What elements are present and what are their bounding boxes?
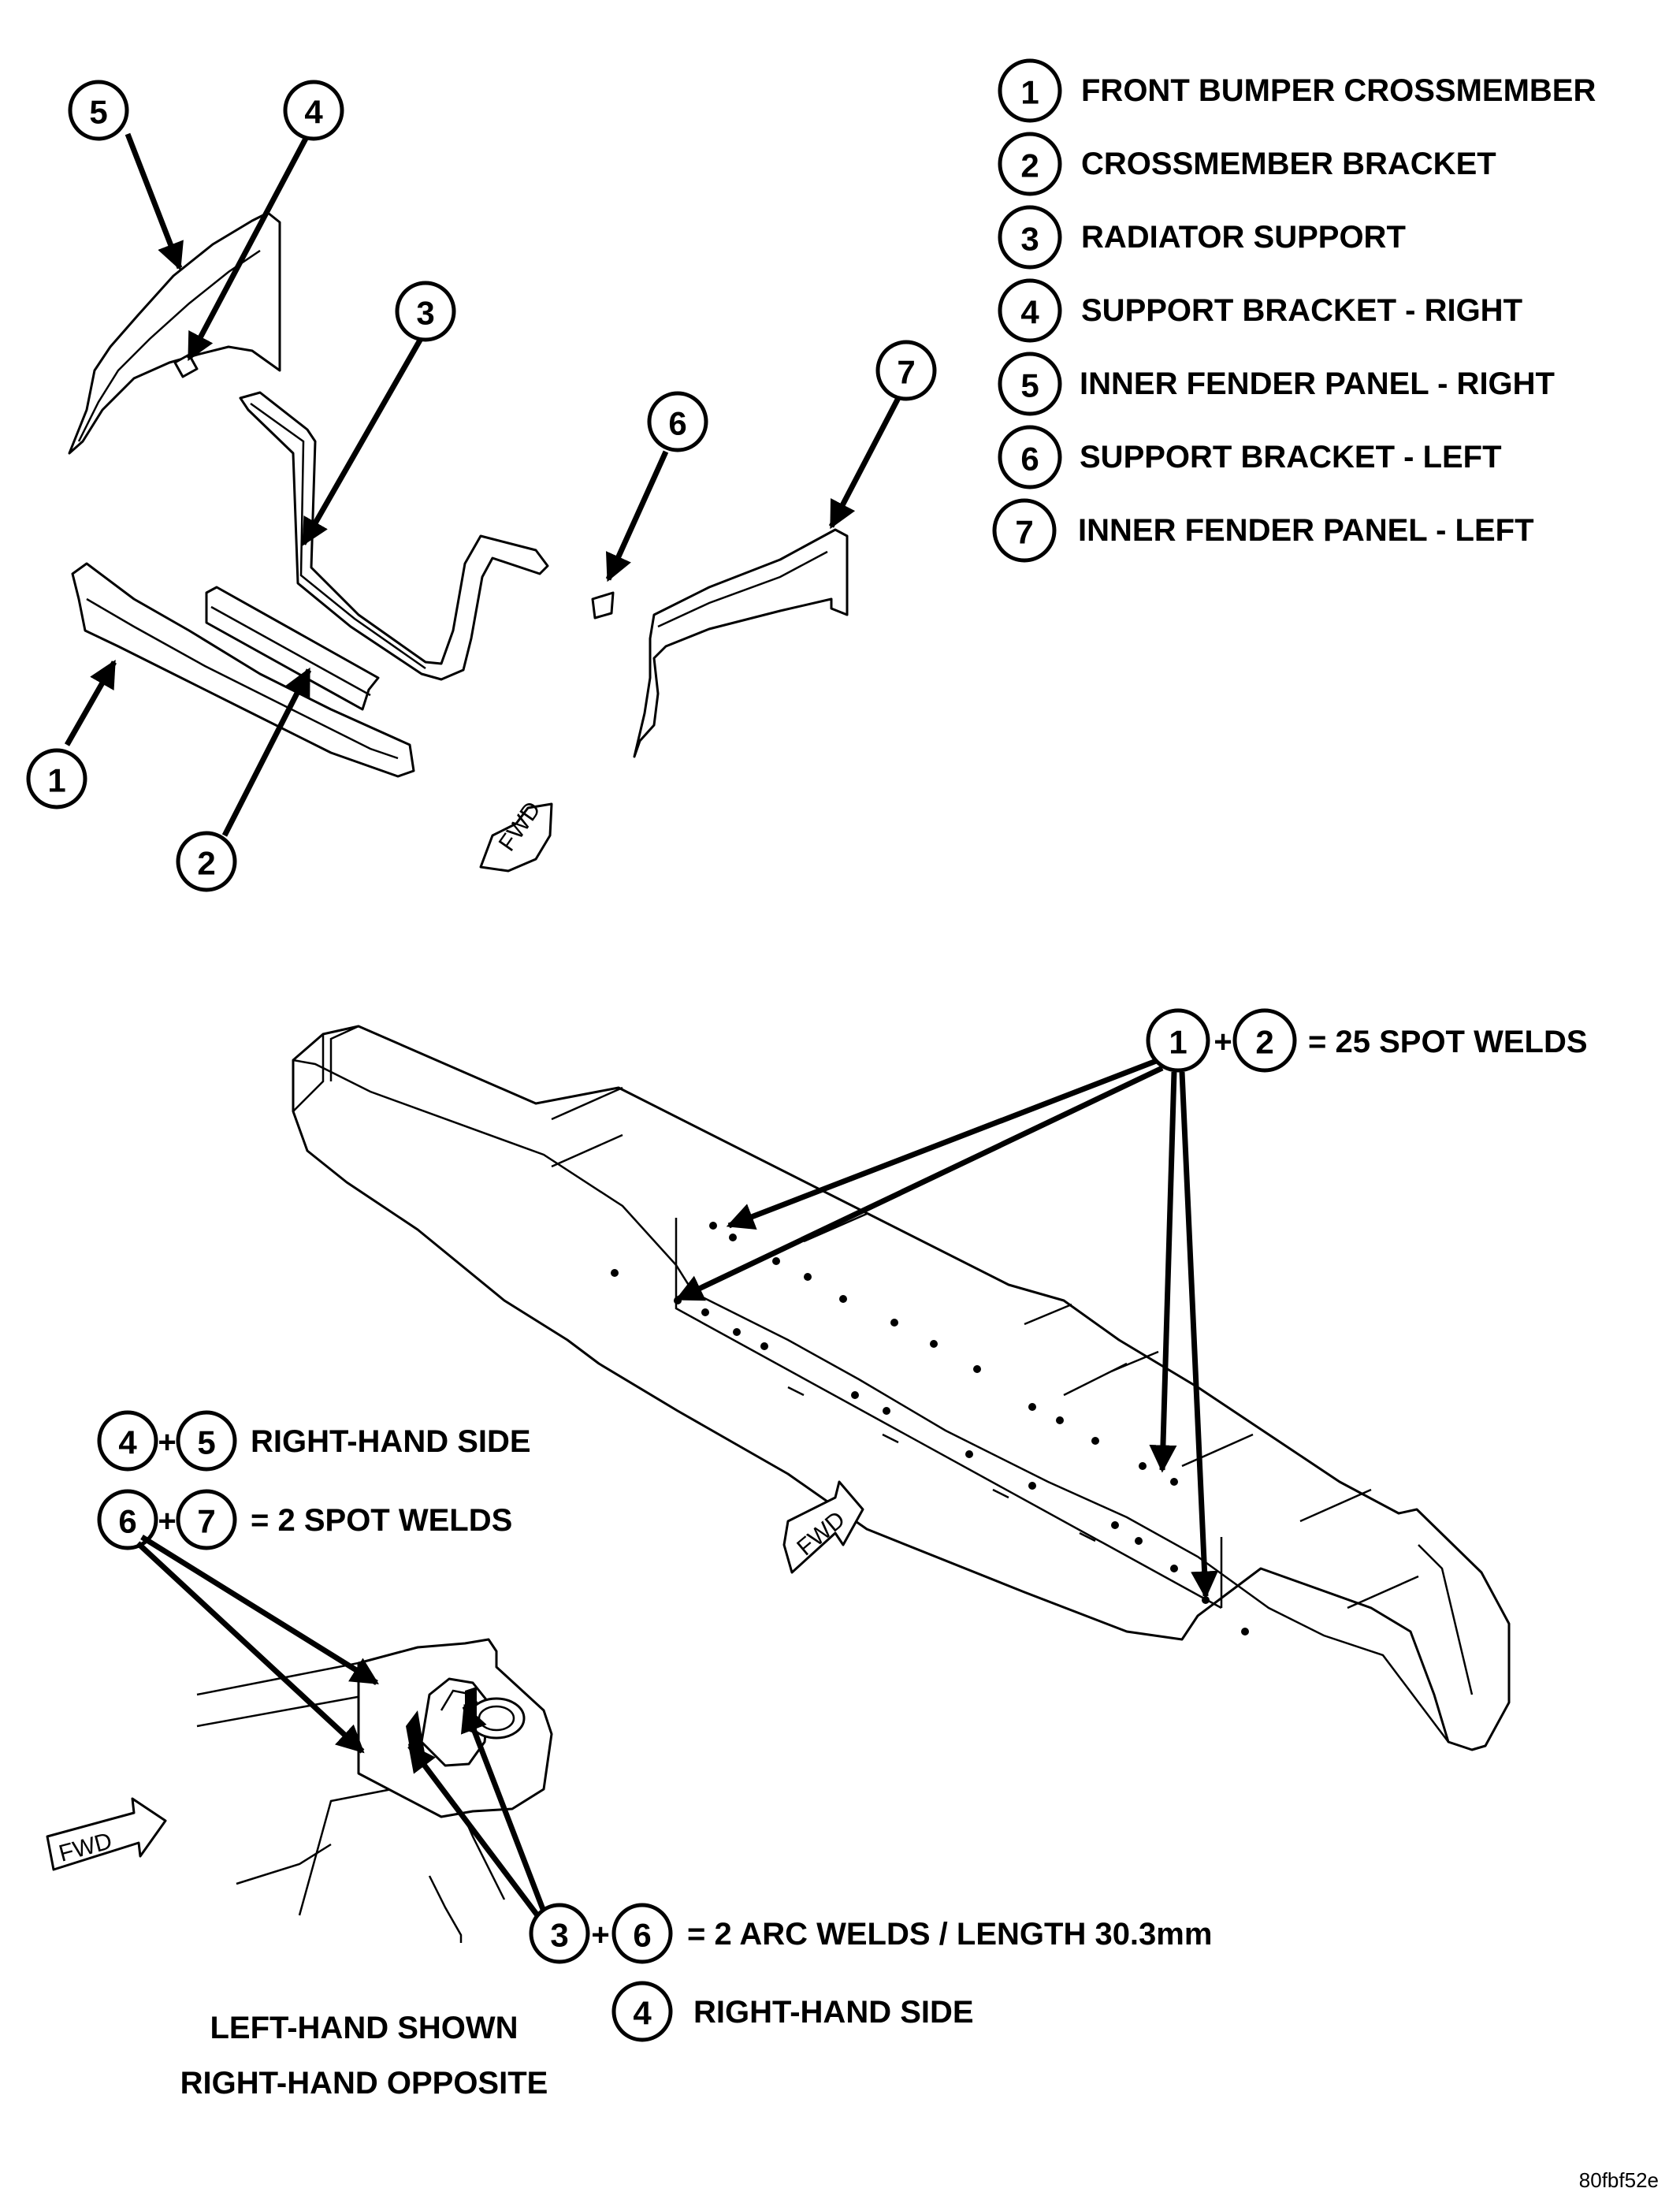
svg-text:+: + [158,1425,176,1460]
svg-text:+: + [591,1918,609,1952]
svg-text:FRONT BUMPER CROSSMEMBER: FRONT BUMPER CROSSMEMBER [1081,73,1596,108]
svg-text:7: 7 [197,1503,215,1540]
fwd-arrow-bottom: FWD [46,1797,167,1871]
callout-7: 7 [875,340,937,401]
note-right-hand-side-4-5: 4 + 5 RIGHT-HAND SIDE [97,1410,531,1472]
inner-fender-panel-left [633,528,849,758]
support-bracket-left [591,591,615,620]
svg-text:SUPPORT BRACKET - LEFT: SUPPORT BRACKET - LEFT [1080,440,1502,474]
svg-text:3: 3 [1020,221,1039,258]
svg-text:6: 6 [1020,441,1039,478]
legend: 1 FRONT BUMPER CROSSMEMBER 2 CROSSMEMBER B… [992,58,1596,563]
svg-text:3: 3 [416,295,434,332]
svg-text:1: 1 [1169,1024,1187,1061]
svg-text:4: 4 [1020,294,1039,331]
inner-fender-panel-right [68,211,281,455]
svg-text:5: 5 [89,94,107,131]
svg-text:1: 1 [1020,74,1039,111]
svg-text:SUPPORT BRACKET - RIGHT: SUPPORT BRACKET - RIGHT [1081,293,1522,328]
svg-text:= 2 ARC WELDS / LENGTH 30.3mm: = 2 ARC WELDS / LENGTH 30.3mm [687,1917,1212,1952]
svg-text:RADIATOR SUPPORT: RADIATOR SUPPORT [1081,220,1406,255]
svg-text:+: + [158,1504,176,1539]
svg-text:3: 3 [550,1917,568,1954]
callout-4: 4 [283,80,344,141]
callout-1: 1 [26,748,87,809]
svg-text:7: 7 [1015,514,1033,551]
crossmember-bracket [205,586,380,711]
callout-2: 2 [176,831,237,892]
legend-item-7: 7 INNER FENDER PANEL - LEFT [992,498,1534,563]
legend-item-1: 1 FRONT BUMPER CROSSMEMBER [998,58,1596,123]
svg-text:RIGHT-HAND SIDE: RIGHT-HAND SIDE [251,1424,531,1459]
svg-text:4: 4 [633,1995,652,2032]
svg-text:INNER FENDER PANEL - RIGHT: INNER FENDER PANEL - RIGHT [1080,367,1555,401]
svg-text:= 25 SPOT WELDS: = 25 SPOT WELDS [1308,1025,1588,1059]
svg-text:+: + [1214,1025,1232,1059]
callout-5: 5 [68,80,129,141]
legend-item-5: 5 INNER FENDER PANEL - RIGHT [998,352,1555,416]
svg-text:2: 2 [1020,147,1039,184]
callout-6: 6 [647,391,708,452]
note-spot-welds-1-2: 1 + 2 = 25 SPOT WELDS [1146,1008,1588,1073]
front-bumper-crossmember [71,562,415,778]
svg-text:4: 4 [118,1424,137,1461]
legend-item-3: 3 RADIATOR SUPPORT [998,205,1406,270]
figure-id: 80fbf52e [1579,2168,1659,2192]
svg-text:INNER FENDER PANEL - LEFT: INNER FENDER PANEL - LEFT [1078,513,1534,548]
callout-3: 3 [395,281,456,342]
svg-text:CROSSMEMBER BRACKET: CROSSMEMBER BRACKET [1081,147,1496,181]
svg-text:7: 7 [897,354,915,391]
fwd-arrow-middle: FWD [782,1480,864,1574]
svg-text:6: 6 [668,405,686,442]
footnote: LEFT-HAND SHOWN RIGHT-HAND OPPOSITE [180,2011,548,2101]
legend-item-2: 2 CROSSMEMBER BRACKET [998,132,1496,196]
fwd-arrow-top: FWD [479,797,553,873]
svg-text:2: 2 [1255,1024,1273,1061]
radiator-support [239,391,549,681]
svg-text:1: 1 [47,762,65,799]
svg-text:6: 6 [633,1917,651,1954]
note-spot-welds-6-7: 6 + 7 = 2 SPOT WELDS [97,1489,512,1550]
svg-text:LEFT-HAND SHOWN: LEFT-HAND SHOWN [210,2011,518,2045]
svg-text:= 2 SPOT WELDS: = 2 SPOT WELDS [251,1503,512,1538]
svg-text:RIGHT-HAND OPPOSITE: RIGHT-HAND OPPOSITE [180,2066,548,2101]
svg-text:5: 5 [197,1424,215,1461]
svg-text:2: 2 [197,845,215,882]
legend-item-4: 4 SUPPORT BRACKET - RIGHT [998,278,1522,343]
svg-text:5: 5 [1020,367,1039,404]
svg-text:6: 6 [118,1503,136,1540]
svg-text:RIGHT-HAND SIDE: RIGHT-HAND SIDE [693,1995,974,2030]
note-right-hand-side-4: 4 RIGHT-HAND SIDE [611,1981,974,2042]
note-arc-welds-3-6: 3 + 6 = 2 ARC WELDS / LENGTH 30.3mm [529,1903,1212,1964]
legend-item-6: 6 SUPPORT BRACKET - LEFT [998,425,1502,489]
svg-text:4: 4 [304,94,323,131]
